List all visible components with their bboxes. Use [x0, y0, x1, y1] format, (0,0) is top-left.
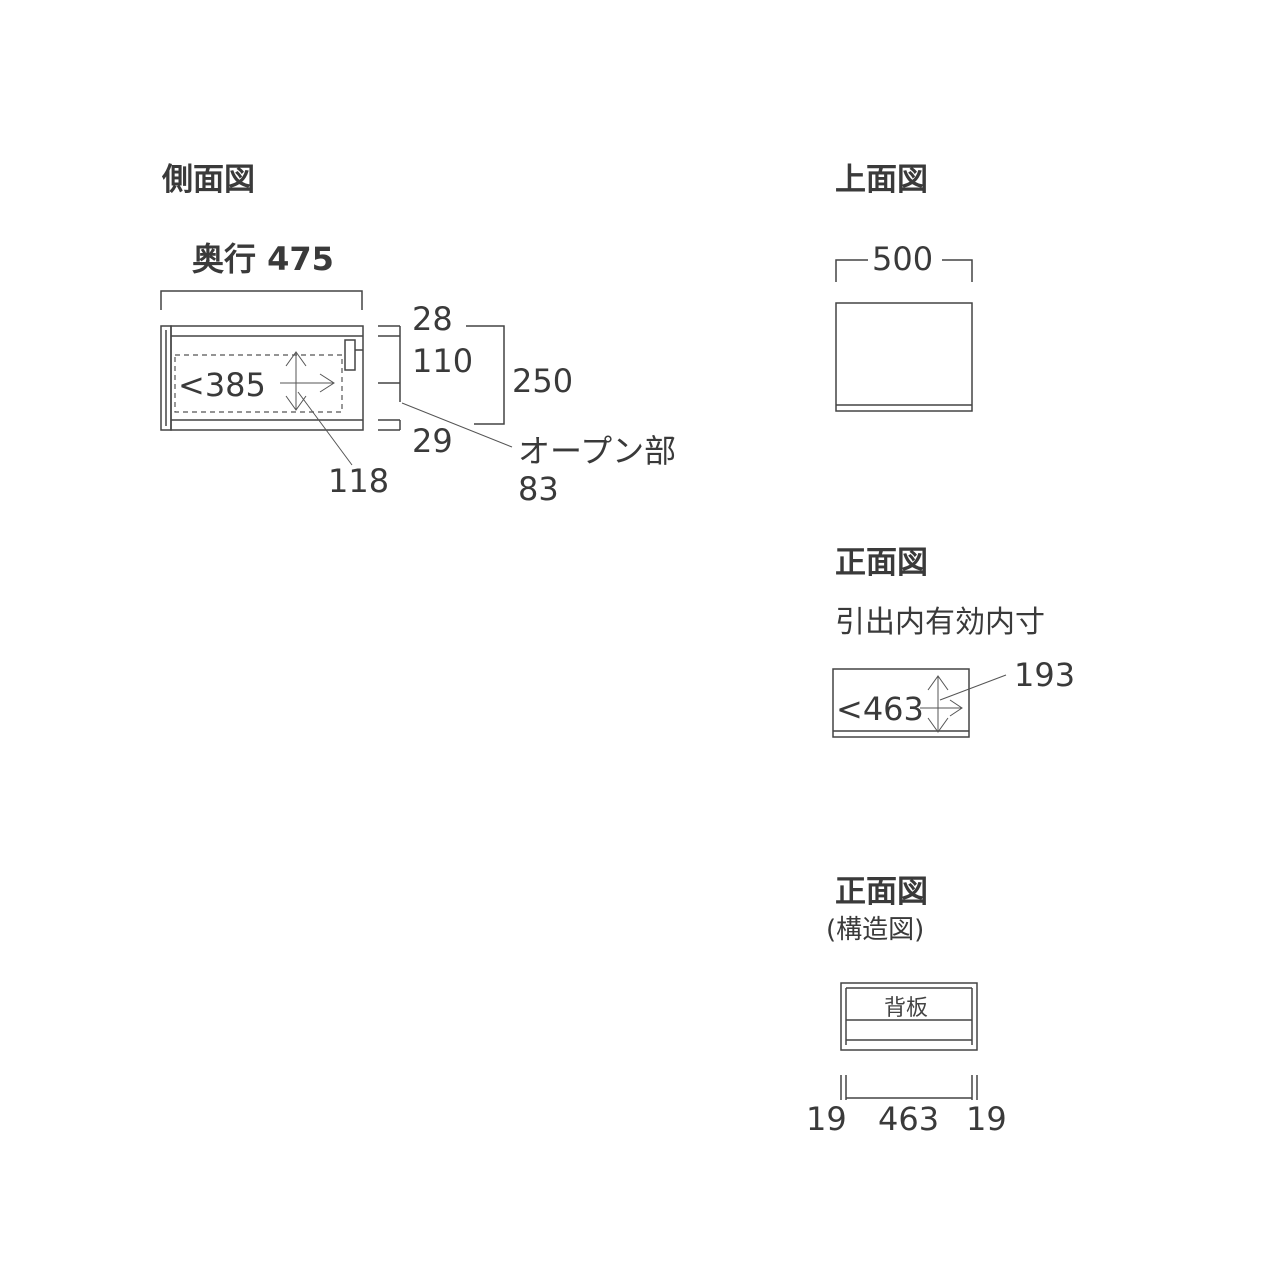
- open-leader: [401, 402, 513, 448]
- front-view-title: 正面図: [835, 545, 928, 581]
- top-cabinet: [835, 302, 973, 412]
- open-value: 83: [518, 470, 559, 508]
- side-cabinet: [160, 325, 364, 431]
- side-height-arrow-icon: [285, 351, 307, 411]
- side-view-title: 側面図: [161, 162, 255, 198]
- structure-center-dim: 463: [878, 1100, 939, 1138]
- structure-dim-bracket: [840, 1075, 978, 1100]
- structure-view-title: 正面図: [835, 874, 928, 910]
- front-view-subtitle: 引出内有効内寸: [835, 605, 1045, 640]
- top-view-title: 上面図: [835, 162, 928, 198]
- side-top-dim: 28: [412, 300, 453, 338]
- side-depth-label: 奥行 475: [192, 240, 334, 278]
- structure-cabinet: [840, 982, 978, 1051]
- structure-view-subtitle: (構造図): [826, 915, 924, 945]
- side-section-marks: [378, 325, 401, 431]
- open-label: オープン部: [518, 432, 676, 470]
- structure-right-dim: 19: [966, 1100, 1007, 1138]
- front-height-leader: [939, 674, 1007, 701]
- back-panel-label: 背板: [884, 996, 928, 1021]
- front-width-arrow-icon: [920, 699, 963, 717]
- side-total-dim: 250: [512, 362, 573, 400]
- front-inner-height: 193: [1014, 656, 1075, 694]
- structure-left-dim: 19: [806, 1100, 847, 1138]
- side-mid-dim: 110: [412, 342, 473, 380]
- side-inner-depth: <385: [178, 366, 266, 404]
- side-bottom-dim: 29: [412, 422, 453, 460]
- side-height-leader: [297, 391, 353, 466]
- top-width-bracket: [835, 259, 973, 282]
- side-depth-arrow-icon: [280, 373, 335, 393]
- front-inner-width: <463: [836, 690, 924, 728]
- side-depth-bracket: [160, 290, 363, 310]
- top-width: 500: [872, 240, 933, 278]
- front-height-arrow-icon: [927, 675, 949, 733]
- front-cabinet: [832, 668, 970, 738]
- side-inner-height: 118: [328, 462, 389, 500]
- side-total-bracket: [466, 325, 505, 425]
